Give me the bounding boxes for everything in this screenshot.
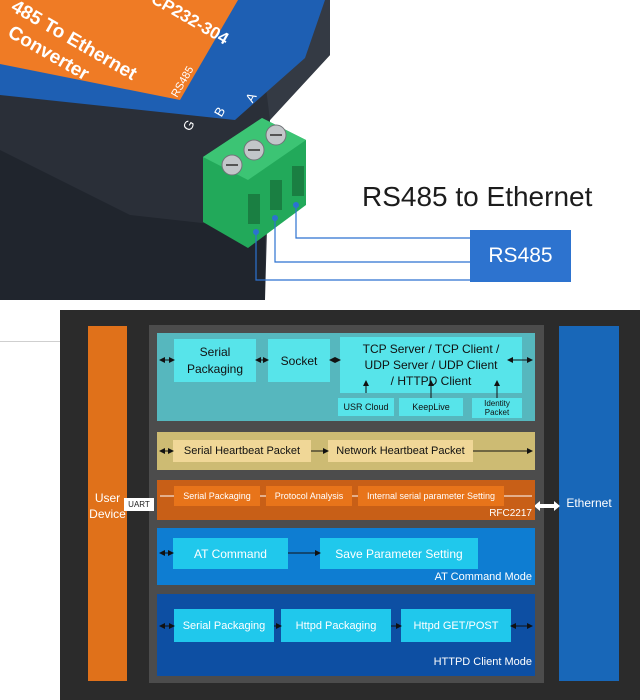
httpd-serial-packaging-text: Serial Packaging [182,619,266,632]
tcp-line1: TCP Server / TCP Client / [362,342,500,356]
socket-text: Socket [280,353,318,368]
socket-box: Socket [268,339,330,382]
serial-heartbeat-text: Serial Heartbeat Packet [183,445,301,457]
rfc-serial-packaging-text: Serial Packaging [183,491,251,501]
httpd-packaging-text: Httpd Packaging [295,619,377,632]
httpd-getpost-box: Httpd GET/POST [401,609,511,642]
rs485-box: RS485 [470,230,571,282]
ethernet-column [559,326,619,681]
user-device-column [88,326,127,681]
rfc2217-mode-label: RFC2217 [489,508,532,519]
identity-line2: Packet [484,408,510,417]
protocol-analysis-text: Protocol Analysis [274,491,344,501]
httpd-serial-packaging-box: Serial Packaging [174,609,274,642]
save-parameter-text: Save Parameter Setting [335,546,463,561]
at-mode-label: AT Command Mode [434,571,532,583]
httpd-mode-label: HTTPD Client Mode [433,656,532,668]
ethernet-label: Ethernet [566,496,612,510]
keeplive-text: KeepLive [412,402,450,412]
protocol-analysis-box: Protocol Analysis [266,486,352,506]
usr-cloud-text: USR Cloud [343,402,389,412]
network-heartbeat-box: Network Heartbeat Packet [328,440,473,462]
serial-packaging-text: Serial Packaging [186,344,244,376]
at-command-box: AT Command [173,538,288,569]
httpd-packaging-box: Httpd Packaging [281,609,391,642]
tcp-line2: UDP Server / UDP Client [364,358,498,372]
heading: RS485 to Ethernet [362,181,593,212]
converter-device-drawing: 485 To Ethernet Converter CP232-304 RS48… [0,0,470,300]
usr-cloud-box: USR Cloud [338,398,394,416]
keeplive-box: KeepLive [399,398,463,416]
internal-setting-text: Internal serial parameter Setting [366,491,496,501]
identity-line1: Identity [484,399,510,408]
user-device-label: User Device [89,491,126,521]
divider-line [0,341,60,342]
ethernet-connector-arrow [534,498,560,511]
uart-badge: UART [124,498,154,511]
save-parameter-box: Save Parameter Setting [320,538,478,569]
at-command-text: AT Command [194,546,267,561]
serial-heartbeat-box: Serial Heartbeat Packet [173,440,311,462]
httpd-getpost-text: Httpd GET/POST [413,619,499,632]
serial-packaging-box: Serial Packaging [174,339,256,382]
identity-packet-box: Identity Packet [472,398,522,418]
device-illustration: 485 To Ethernet Converter CP232-304 RS48… [0,0,640,300]
network-heartbeat-text: Network Heartbeat Packet [336,445,465,457]
rfc-serial-packaging-box: Serial Packaging [174,486,260,506]
internal-setting-box: Internal serial parameter Setting [358,486,504,506]
